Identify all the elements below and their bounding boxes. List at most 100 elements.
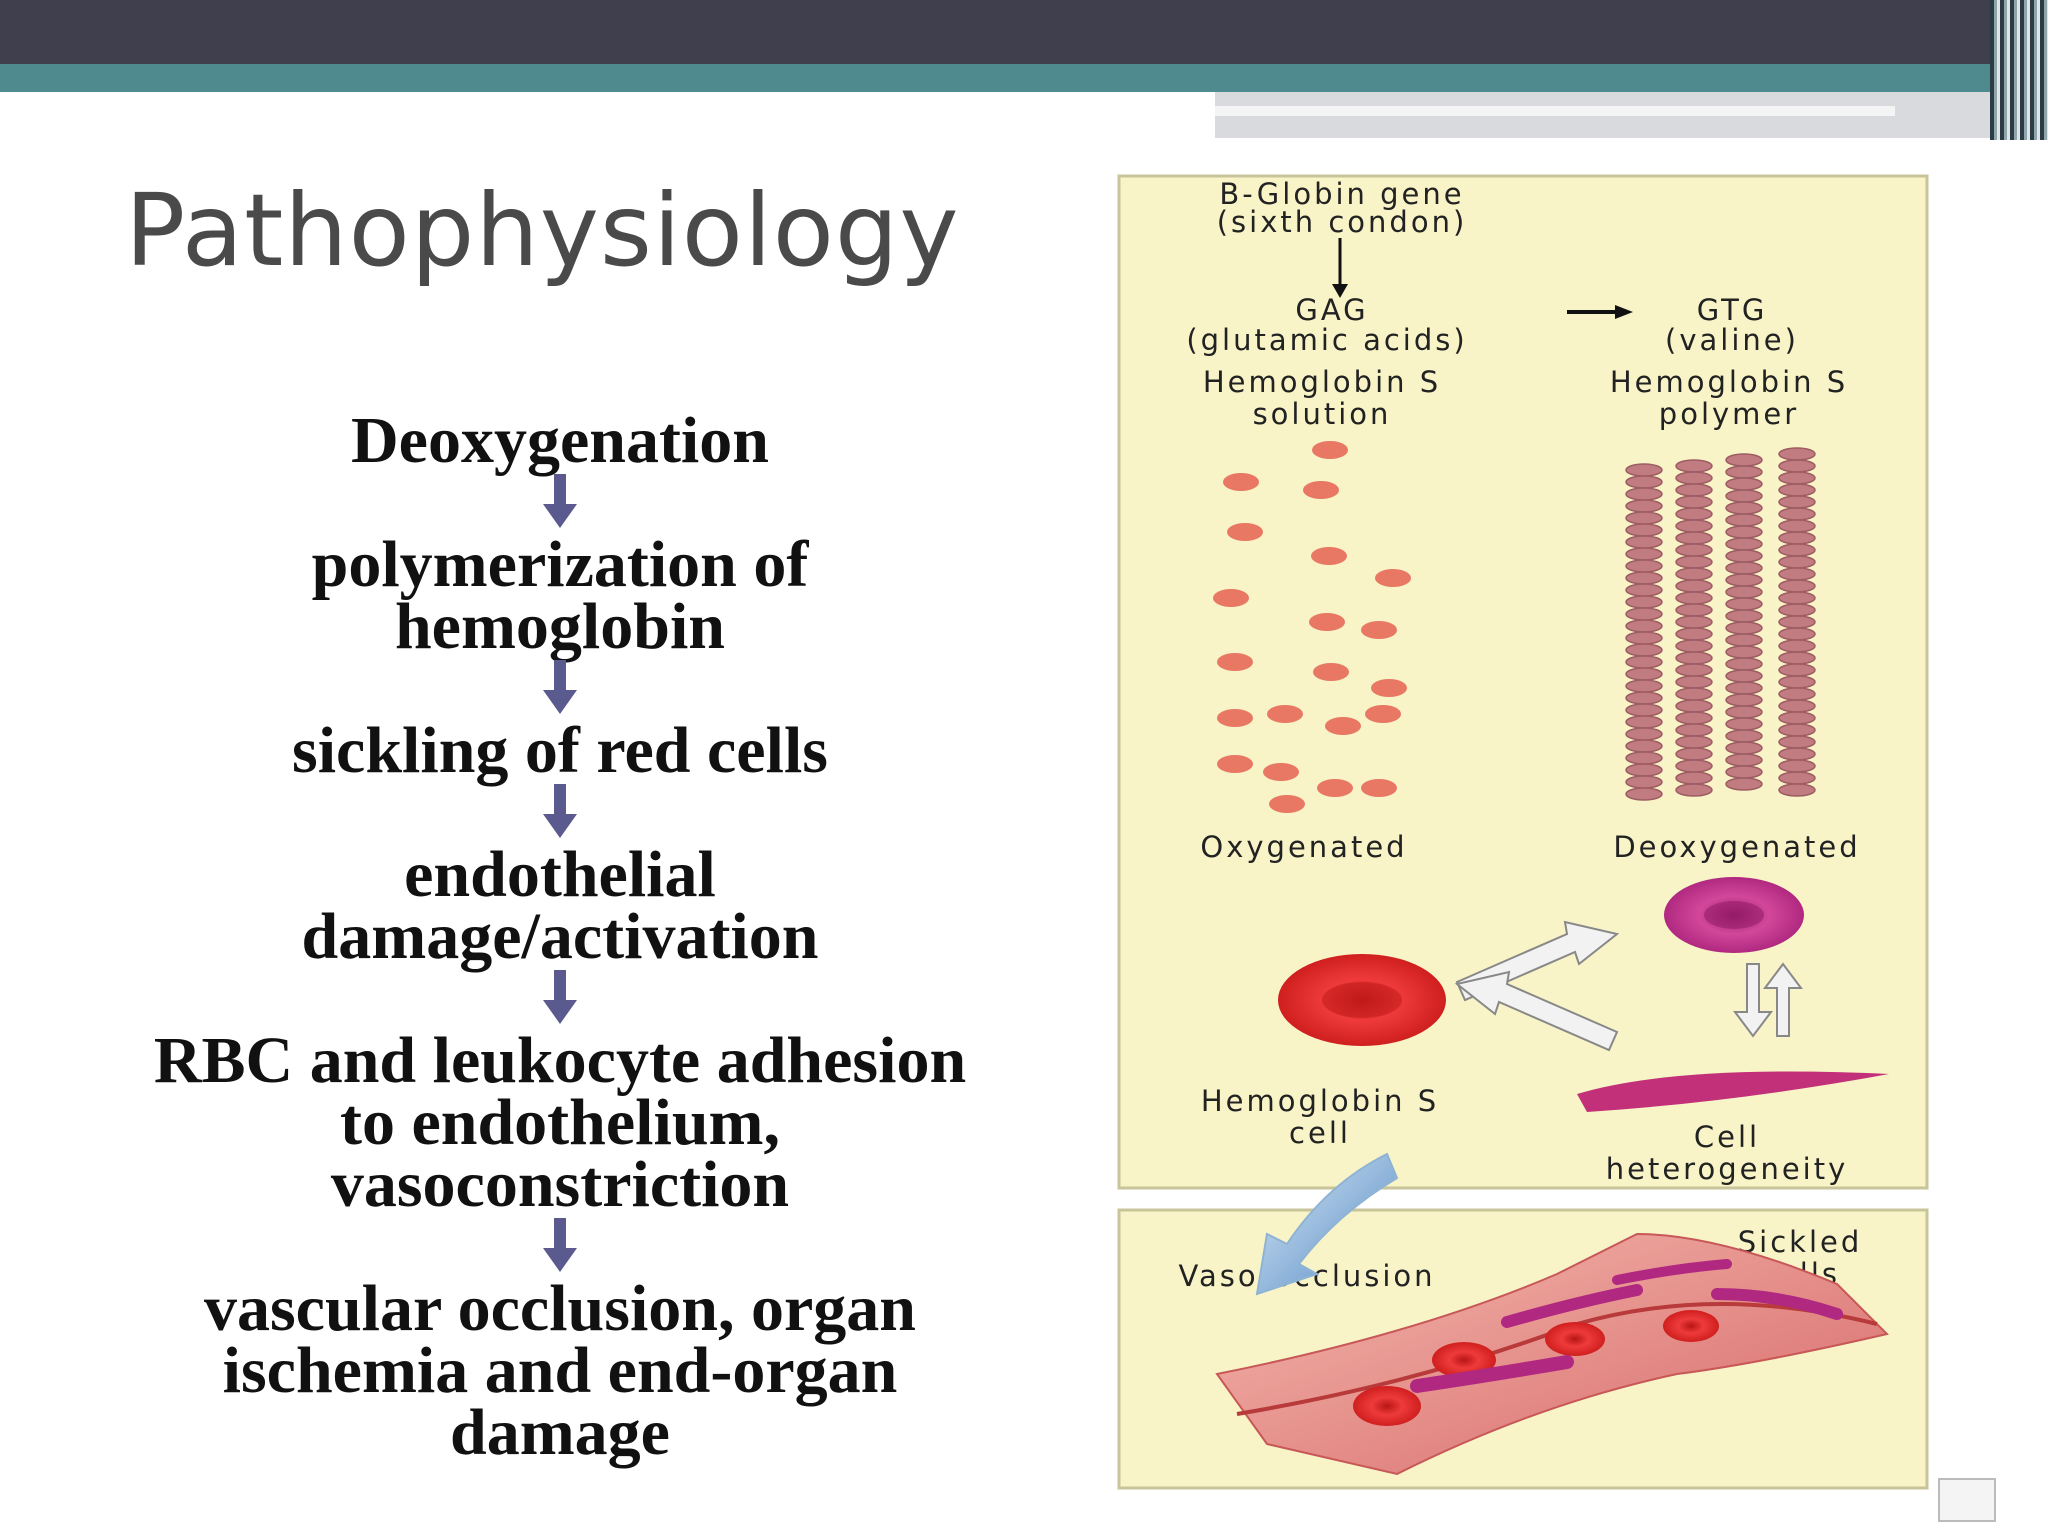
polymer-unit bbox=[1625, 643, 1663, 657]
exchange-arrows-icon bbox=[1454, 920, 1803, 1052]
polymer-unit bbox=[1778, 723, 1816, 737]
polymer-unit bbox=[1778, 507, 1816, 521]
polymer-unit bbox=[1778, 651, 1816, 665]
sickle-cell-diagram: B-Globin gene(sixth condon) GAG (glutami… bbox=[1117, 174, 1929, 1490]
right-edge-decoration bbox=[1990, 0, 2048, 140]
oxygenated-label: Oxygenated bbox=[1200, 830, 1407, 864]
polymer-unit bbox=[1778, 471, 1816, 485]
polymer-unit bbox=[1625, 559, 1663, 573]
gene-label: B-Globin gene(sixth condon) bbox=[1217, 177, 1468, 239]
polymer-unit bbox=[1778, 519, 1816, 533]
polymer-unit bbox=[1675, 591, 1713, 605]
polymer-unit bbox=[1725, 537, 1763, 551]
polymer-unit bbox=[1778, 735, 1816, 749]
polymer-unit bbox=[1725, 681, 1763, 695]
polymer-unit bbox=[1725, 717, 1763, 731]
flow-step-sickling: sickling of red cells bbox=[292, 714, 828, 787]
polymer-unit bbox=[1675, 459, 1713, 473]
polymer-unit bbox=[1725, 705, 1763, 719]
polymer-unit bbox=[1725, 633, 1763, 647]
polymer-unit bbox=[1725, 741, 1763, 755]
polymer-unit bbox=[1625, 487, 1663, 501]
polymer-unit bbox=[1625, 499, 1663, 513]
polymer-unit bbox=[1675, 771, 1713, 785]
polymer-unit bbox=[1675, 735, 1713, 749]
polymer-unit bbox=[1625, 727, 1663, 741]
polymer-unit bbox=[1625, 463, 1663, 477]
polymer-unit bbox=[1675, 747, 1713, 761]
polymer-unit bbox=[1675, 759, 1713, 773]
flow-step-adhesion: RBC and leukocyte adhesion to endotheliu… bbox=[153, 1024, 967, 1221]
polymer-unit bbox=[1725, 729, 1763, 743]
deoxygenated-label: Deoxygenated bbox=[1613, 830, 1860, 864]
polymer-unit bbox=[1725, 669, 1763, 683]
polymer-unit bbox=[1625, 691, 1663, 705]
polymer-unit bbox=[1725, 657, 1763, 671]
down-arrow-icon bbox=[110, 1216, 1010, 1278]
polymer-unit bbox=[1625, 547, 1663, 561]
codon-normal: GAG bbox=[1295, 293, 1368, 327]
hbs-molecules bbox=[1213, 441, 1411, 813]
polymer-unit bbox=[1675, 543, 1713, 557]
polymer-unit bbox=[1778, 747, 1816, 761]
polymer-unit bbox=[1625, 631, 1663, 645]
polymer-unit bbox=[1778, 759, 1816, 773]
flow-step-endothelial-damage: endothelial damage/activation bbox=[301, 838, 819, 973]
down-arrow-icon bbox=[110, 782, 1010, 844]
polymer-unit bbox=[1725, 549, 1763, 563]
polymer-unit bbox=[1675, 699, 1713, 713]
polymer-unit bbox=[1675, 483, 1713, 497]
polymer-unit bbox=[1778, 603, 1816, 617]
polymer-unit bbox=[1725, 477, 1763, 491]
codon-normal-aa: (glutamic acids) bbox=[1186, 323, 1467, 357]
cell-het-l2: heterogeneity bbox=[1606, 1152, 1849, 1186]
polymer-unit bbox=[1625, 523, 1663, 537]
polymer-unit bbox=[1725, 561, 1763, 575]
flow-step-vascular-occlusion: vascular occlusion, organ ischemia and e… bbox=[204, 1272, 916, 1469]
hbs-polymer-l2: polymer bbox=[1659, 397, 1799, 431]
polymer-unit bbox=[1778, 699, 1816, 713]
polymer-unit bbox=[1625, 655, 1663, 669]
hbs-cell-l2: cell bbox=[1289, 1116, 1351, 1150]
polymer-unit bbox=[1778, 543, 1816, 557]
polymer-unit bbox=[1675, 627, 1713, 641]
polymer-unit bbox=[1725, 585, 1763, 599]
page-corner-icon bbox=[1938, 1478, 1996, 1522]
polymer-unit bbox=[1725, 573, 1763, 587]
hbs-polymer-fibers bbox=[1625, 447, 1816, 801]
polymer-unit bbox=[1725, 489, 1763, 503]
polymer-unit bbox=[1675, 783, 1713, 797]
polymer-unit bbox=[1625, 583, 1663, 597]
gene-label-line1: B-Globin gene bbox=[1219, 177, 1464, 211]
polymer-unit bbox=[1675, 651, 1713, 665]
codon-mutant: GTG bbox=[1697, 293, 1768, 327]
polymer-unit bbox=[1625, 763, 1663, 777]
polymer-unit bbox=[1675, 687, 1713, 701]
hbs-solution-l2: solution bbox=[1253, 397, 1392, 431]
polymer-unit bbox=[1675, 495, 1713, 509]
polymer-unit bbox=[1725, 753, 1763, 767]
polymer-unit bbox=[1625, 739, 1663, 753]
polymer-unit bbox=[1725, 525, 1763, 539]
polymer-unit bbox=[1778, 675, 1816, 689]
polymer-unit bbox=[1725, 621, 1763, 635]
polymer-unit bbox=[1675, 531, 1713, 545]
polymer-unit bbox=[1675, 723, 1713, 737]
hbs-cell-l1: Hemoglobin S bbox=[1201, 1084, 1439, 1118]
codon-mutant-aa: (valine) bbox=[1665, 323, 1799, 357]
top-accent-strip bbox=[0, 64, 2048, 92]
polymer-unit bbox=[1725, 645, 1763, 659]
polymer-unit bbox=[1725, 609, 1763, 623]
polymer-unit bbox=[1778, 771, 1816, 785]
polymer-unit bbox=[1675, 567, 1713, 581]
polymer-unit bbox=[1778, 687, 1816, 701]
polymer-unit bbox=[1725, 465, 1763, 479]
hbs-polymer-l1: Hemoglobin S bbox=[1610, 365, 1848, 399]
polymer-unit bbox=[1778, 615, 1816, 629]
polymer-unit bbox=[1778, 555, 1816, 569]
polymer-unit bbox=[1625, 679, 1663, 693]
